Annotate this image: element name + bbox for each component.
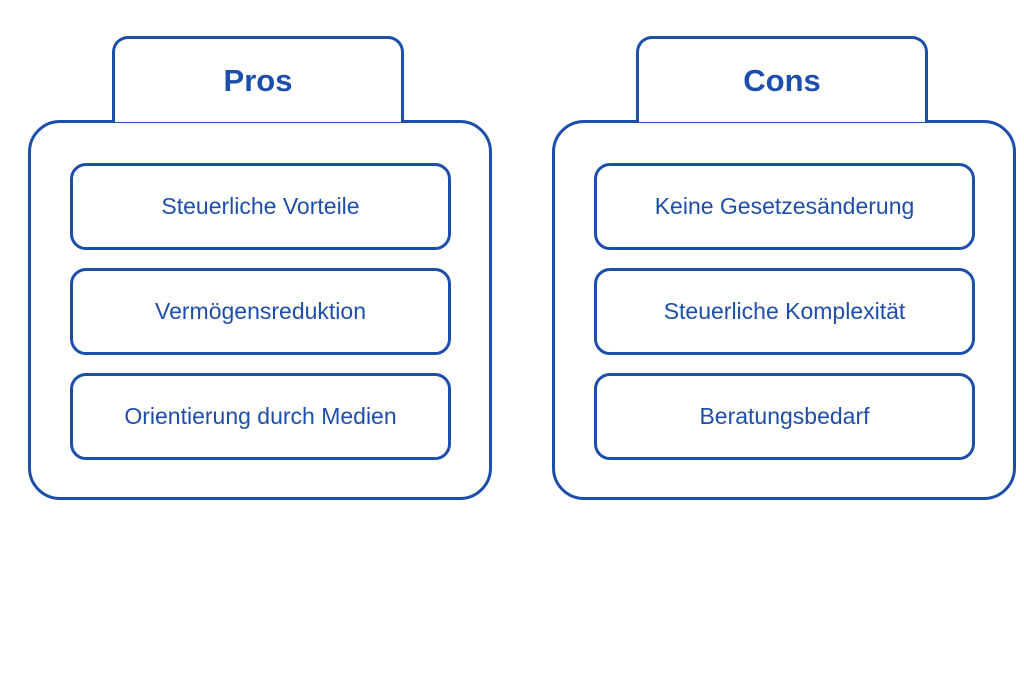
cons-title: Cons [743,62,821,98]
pros-item: Steuerliche Vorteile [70,163,451,250]
pros-item: Orientierung durch Medien [70,373,451,460]
pros-title: Pros [223,62,293,98]
cons-box: Keine Gesetzesänderung Steuerliche Kompl… [552,120,1016,500]
pros-panel: Pros Steuerliche Vorteile Vermögensreduk… [28,36,492,500]
cons-item: Beratungsbedarf [594,373,975,460]
pros-box: Steuerliche Vorteile Vermögensreduktion … [28,120,492,500]
pros-item: Vermögensreduktion [70,268,451,355]
cons-item-label: Beratungsbedarf [699,403,870,429]
cons-tab: Cons [636,36,928,122]
cons-item-label: Keine Gesetzesänderung [654,193,915,219]
pros-item-label: Vermögensreduktion [155,298,366,324]
pros-tab: Pros [112,36,404,122]
pros-item-label: Steuerliche Vorteile [161,193,360,219]
pros-item-label: Orientierung durch Medien [124,403,397,429]
cons-panel: Cons Keine Gesetzesänderung Steuerliche … [552,36,1016,500]
cons-item-label: Steuerliche Komplexität [663,298,906,324]
cons-item: Keine Gesetzesänderung [594,163,975,250]
cons-item: Steuerliche Komplexität [594,268,975,355]
